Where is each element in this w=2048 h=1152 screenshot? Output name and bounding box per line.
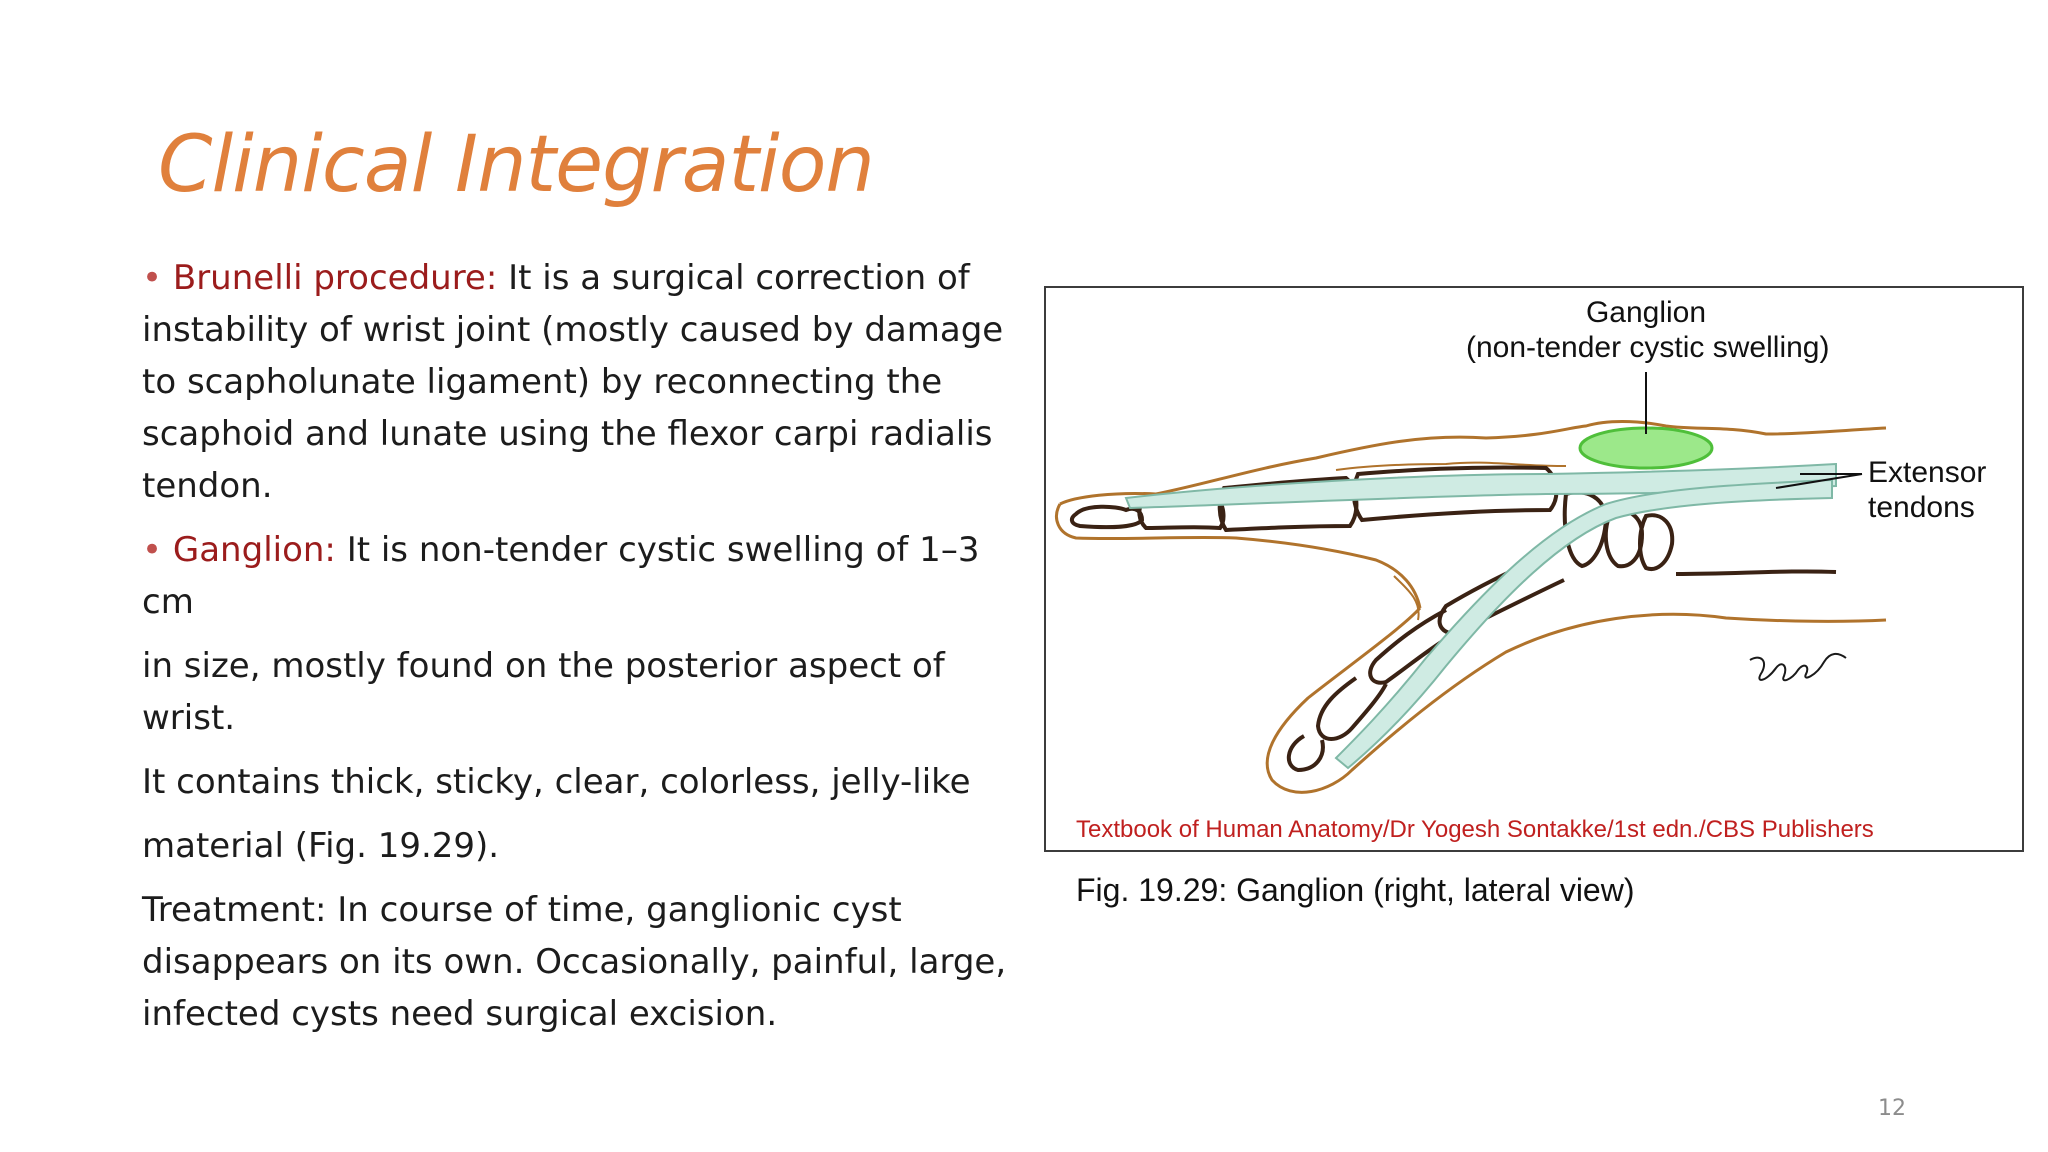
term-ganglion: Ganglion: <box>172 530 336 570</box>
paragraph-brunelli: • Brunelli procedure: It is a surgical c… <box>142 252 1042 512</box>
label-line: tendons <box>1868 490 1975 524</box>
paragraph-treatment: Treatment: In course of time, ganglionic… <box>142 884 1042 1040</box>
skin-outline-lower <box>1055 503 1422 609</box>
page-number: 12 <box>1878 1096 1906 1121</box>
slide-title: Clinical Integration <box>158 120 875 210</box>
tendon-thumb <box>1334 478 1833 770</box>
figure-credit: Textbook of Human Anatomy/Dr Yogesh Sont… <box>1076 816 1874 843</box>
body-text: • Brunelli procedure: It is a surgical c… <box>142 252 1042 1040</box>
carpal-3 <box>1638 513 1675 571</box>
text-line: scaphoid and lunate using the flexor car… <box>142 414 993 454</box>
bone-metacarpal <box>1351 465 1559 523</box>
label-line: Ganglion <box>1585 296 1707 329</box>
bone-proximal <box>1217 475 1359 533</box>
skin-crease <box>1393 575 1420 621</box>
text-line: instability of wrist joint (mostly cause… <box>142 310 1004 350</box>
label-ganglion: Ganglion (non-tender cystic swelling) <box>1466 296 1830 365</box>
figure-caption: Fig. 19.29: Ganglion (right, lateral vie… <box>1076 872 1635 908</box>
text-line: to scapholunate ligament) by reconnectin… <box>142 362 943 402</box>
label-line: Extensor <box>1868 456 1987 489</box>
thumb-tip <box>1287 734 1325 773</box>
tendon-finger <box>1124 462 1837 510</box>
extensor-tendons <box>1124 462 1837 770</box>
text-line: disappears on its own. Occasionally, pai… <box>142 942 1007 982</box>
paragraph-ganglion: • Ganglion: It is non-tender cystic swel… <box>142 524 1042 628</box>
text-line: tendon. <box>142 466 273 506</box>
text-line: material (Fig. 19.29). <box>142 826 500 866</box>
skin-outline-dorsum <box>1335 461 1567 471</box>
term-brunelli: Brunelli procedure: <box>172 258 498 298</box>
bullet-marker: • <box>142 258 163 298</box>
text-line: in size, mostly found on the posterior a… <box>142 646 945 686</box>
paragraph-contents-1: It contains thick, sticky, clear, colorl… <box>142 756 1042 808</box>
label-extensor-tendons: Extensor tendons <box>1868 456 1986 525</box>
text-line: It is a surgical correction of <box>497 258 970 298</box>
thumb-proximal <box>1368 608 1456 685</box>
text-line: infected cysts need surgical excision. <box>142 994 778 1034</box>
thumb-distal <box>1315 676 1388 741</box>
text-line: wrist. <box>142 698 236 738</box>
signature-mark <box>1749 652 1847 682</box>
paragraph-contents-2: material (Fig. 19.29). <box>142 820 1042 872</box>
figure-ganglion: Ganglion (non-tender cystic swelling) Ex… <box>1044 286 2024 852</box>
text-line: Treatment: In course of time, ganglionic… <box>142 890 902 930</box>
extensor-leader-2 <box>1775 473 1863 489</box>
bullet-marker: • <box>142 530 163 570</box>
radius-ulna-bottom <box>1675 569 1837 576</box>
skin-outline-upper <box>1059 420 1887 506</box>
bone-distal <box>1069 504 1145 530</box>
text-line: It is non-tender cystic swelling of 1–3 … <box>142 530 980 622</box>
skin-outline-thumb <box>1265 606 1887 794</box>
hand-illustration <box>1055 372 1887 794</box>
text-line: It contains thick, sticky, clear, colorl… <box>142 762 971 802</box>
label-line: (non-tender cystic swelling) <box>1466 330 1830 364</box>
paragraph-ganglion-cont: in size, mostly found on the posterior a… <box>142 640 1042 744</box>
